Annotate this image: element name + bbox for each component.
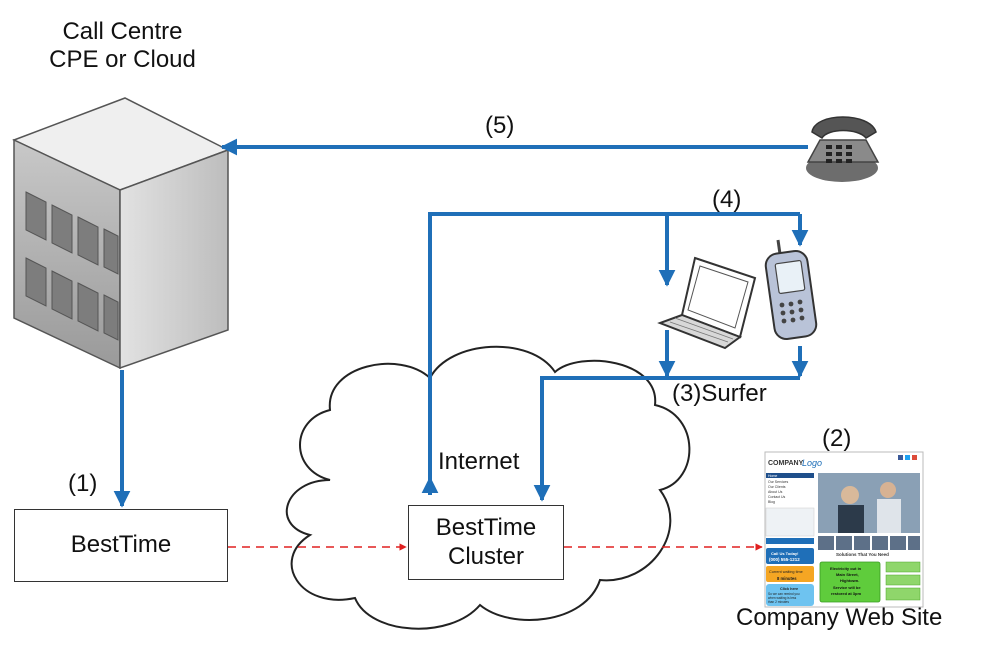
site-callback-d: than 2 minutes (768, 600, 789, 604)
site-notice-a: Electricity out in (830, 566, 862, 571)
step-2-label: (2) (822, 425, 852, 452)
company-web-site-label: Company Web Site (736, 604, 943, 631)
site-nav-1: Our Services (768, 480, 788, 484)
site-nav-5: Blog (768, 500, 775, 504)
site-call-b: (000) 555-1212 (769, 557, 800, 562)
step-3-surfer-label: (3)Surfer (672, 380, 767, 407)
site-nav-0: Home (768, 474, 777, 478)
laptop-icon (657, 256, 757, 350)
besttime-box: BestTime (14, 509, 228, 582)
site-logo-b: Logo (802, 458, 822, 468)
site-notice-e: restored at 3pm (831, 591, 861, 596)
site-notice-d: Service will be (833, 585, 861, 590)
besttime-label: BestTime (70, 531, 172, 559)
call-centre-line2: CPE or Cloud (49, 45, 196, 73)
site-notice-c: Hightown. (840, 578, 859, 583)
call-centre-label: Call Centre CPE or Cloud (40, 18, 205, 73)
site-callback-b: So we can remind you (768, 592, 800, 596)
site-callback-c: when waiting is less (768, 596, 797, 600)
site-wait-a: Current waiting time (769, 570, 803, 574)
step-4-label: (4) (712, 186, 742, 213)
mobile-phone-icon (764, 239, 818, 340)
internet-label: Internet (438, 448, 520, 475)
flow-3-main-arrow (533, 376, 800, 502)
call-centre-building (12, 97, 230, 370)
site-nav-4: Contact Us (768, 495, 786, 499)
step-5-label: (5) (485, 112, 515, 139)
site-nav-3: About Us (768, 490, 783, 494)
cluster-label-line2: Cluster (447, 542, 525, 570)
call-centre-line1: Call Centre (62, 18, 183, 45)
site-nav-2: Our Clients (768, 485, 786, 489)
telephone-icon (806, 116, 880, 182)
besttime-cluster-box: BestTime Cluster (408, 505, 564, 580)
site-call-a: Call Us Today! (771, 551, 799, 556)
internet-cloud (285, 345, 691, 630)
company-website-thumbnail: COMPANY Logo Home Our Services Our Clien… (764, 451, 924, 608)
site-notice-b: Main Street, (836, 572, 859, 577)
step-1-label: (1) (68, 470, 98, 497)
site-callback-a: Click here (780, 587, 798, 591)
flow-lines (113, 138, 809, 508)
site-logo-a: COMPANY (768, 460, 804, 467)
site-wait-b: 8 minutes (777, 576, 797, 581)
site-headline: Solutions That You Need (836, 552, 889, 557)
flow-4-main-line (428, 212, 800, 490)
cluster-label-line1: BestTime (435, 513, 537, 541)
